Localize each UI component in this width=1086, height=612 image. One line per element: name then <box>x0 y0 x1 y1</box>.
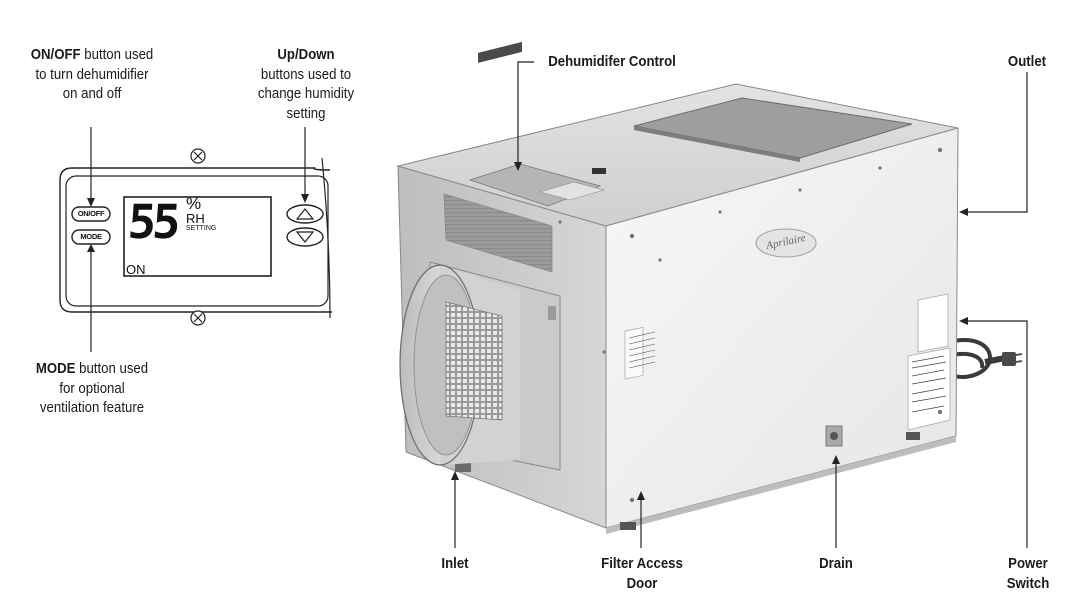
mode-callout-title: MODE <box>35 360 76 377</box>
filter-door-line2: Door <box>626 574 658 592</box>
percent-symbol: % <box>186 194 202 213</box>
mode-button[interactable]: MODE <box>80 232 102 241</box>
triangle-down-icon <box>295 231 315 243</box>
inlet-callout: Inlet <box>441 555 469 572</box>
onoff-callout-title: ON/OFF <box>30 46 81 63</box>
callout-leaders-left <box>87 127 309 352</box>
up-button[interactable] <box>287 205 323 223</box>
humidity-display-value: 55 <box>126 195 179 250</box>
power-switch-line1: Power <box>1008 555 1048 572</box>
control-callout: Dehumidifer Control <box>548 53 676 70</box>
triangle-up-icon <box>295 208 315 220</box>
mode-callout-text: button used for optional ventilation fea… <box>39 360 149 416</box>
drain-callout: Drain <box>819 555 853 572</box>
outlet-callout: Outlet <box>1007 53 1047 70</box>
mode-callout: MODE button used for optional ventilatio… <box>29 359 156 418</box>
rh-label: RH <box>186 211 205 226</box>
callout-leaders-unit <box>451 61 1028 548</box>
onoff-callout: ON/OFF button used to turn dehumidifier … <box>30 45 154 104</box>
control-panel <box>59 148 332 326</box>
updown-callout-text: buttons used to change humidity setting <box>257 65 355 122</box>
onoff-callout-text: button used to turn dehumidifier on and … <box>35 46 154 102</box>
setting-label: SETTING <box>186 225 217 232</box>
screw-icon <box>190 148 206 164</box>
onoff-button[interactable]: ON/OFF <box>77 209 105 218</box>
dehumidifier-unit <box>396 41 1023 534</box>
filter-door-line1: Filter Access <box>601 555 683 572</box>
filter-door-callout: Filter Access Door <box>589 554 695 593</box>
updown-callout-title: Up/Down <box>277 46 335 63</box>
power-switch-line2: Switch <box>1006 574 1050 592</box>
down-button[interactable] <box>287 228 323 246</box>
updown-callout: Up/Down buttons used to change humidity s… <box>244 45 367 123</box>
status-on-label: ON <box>126 262 146 277</box>
power-switch-callout: Power Switch <box>996 554 1059 593</box>
screw-icon <box>190 310 206 326</box>
